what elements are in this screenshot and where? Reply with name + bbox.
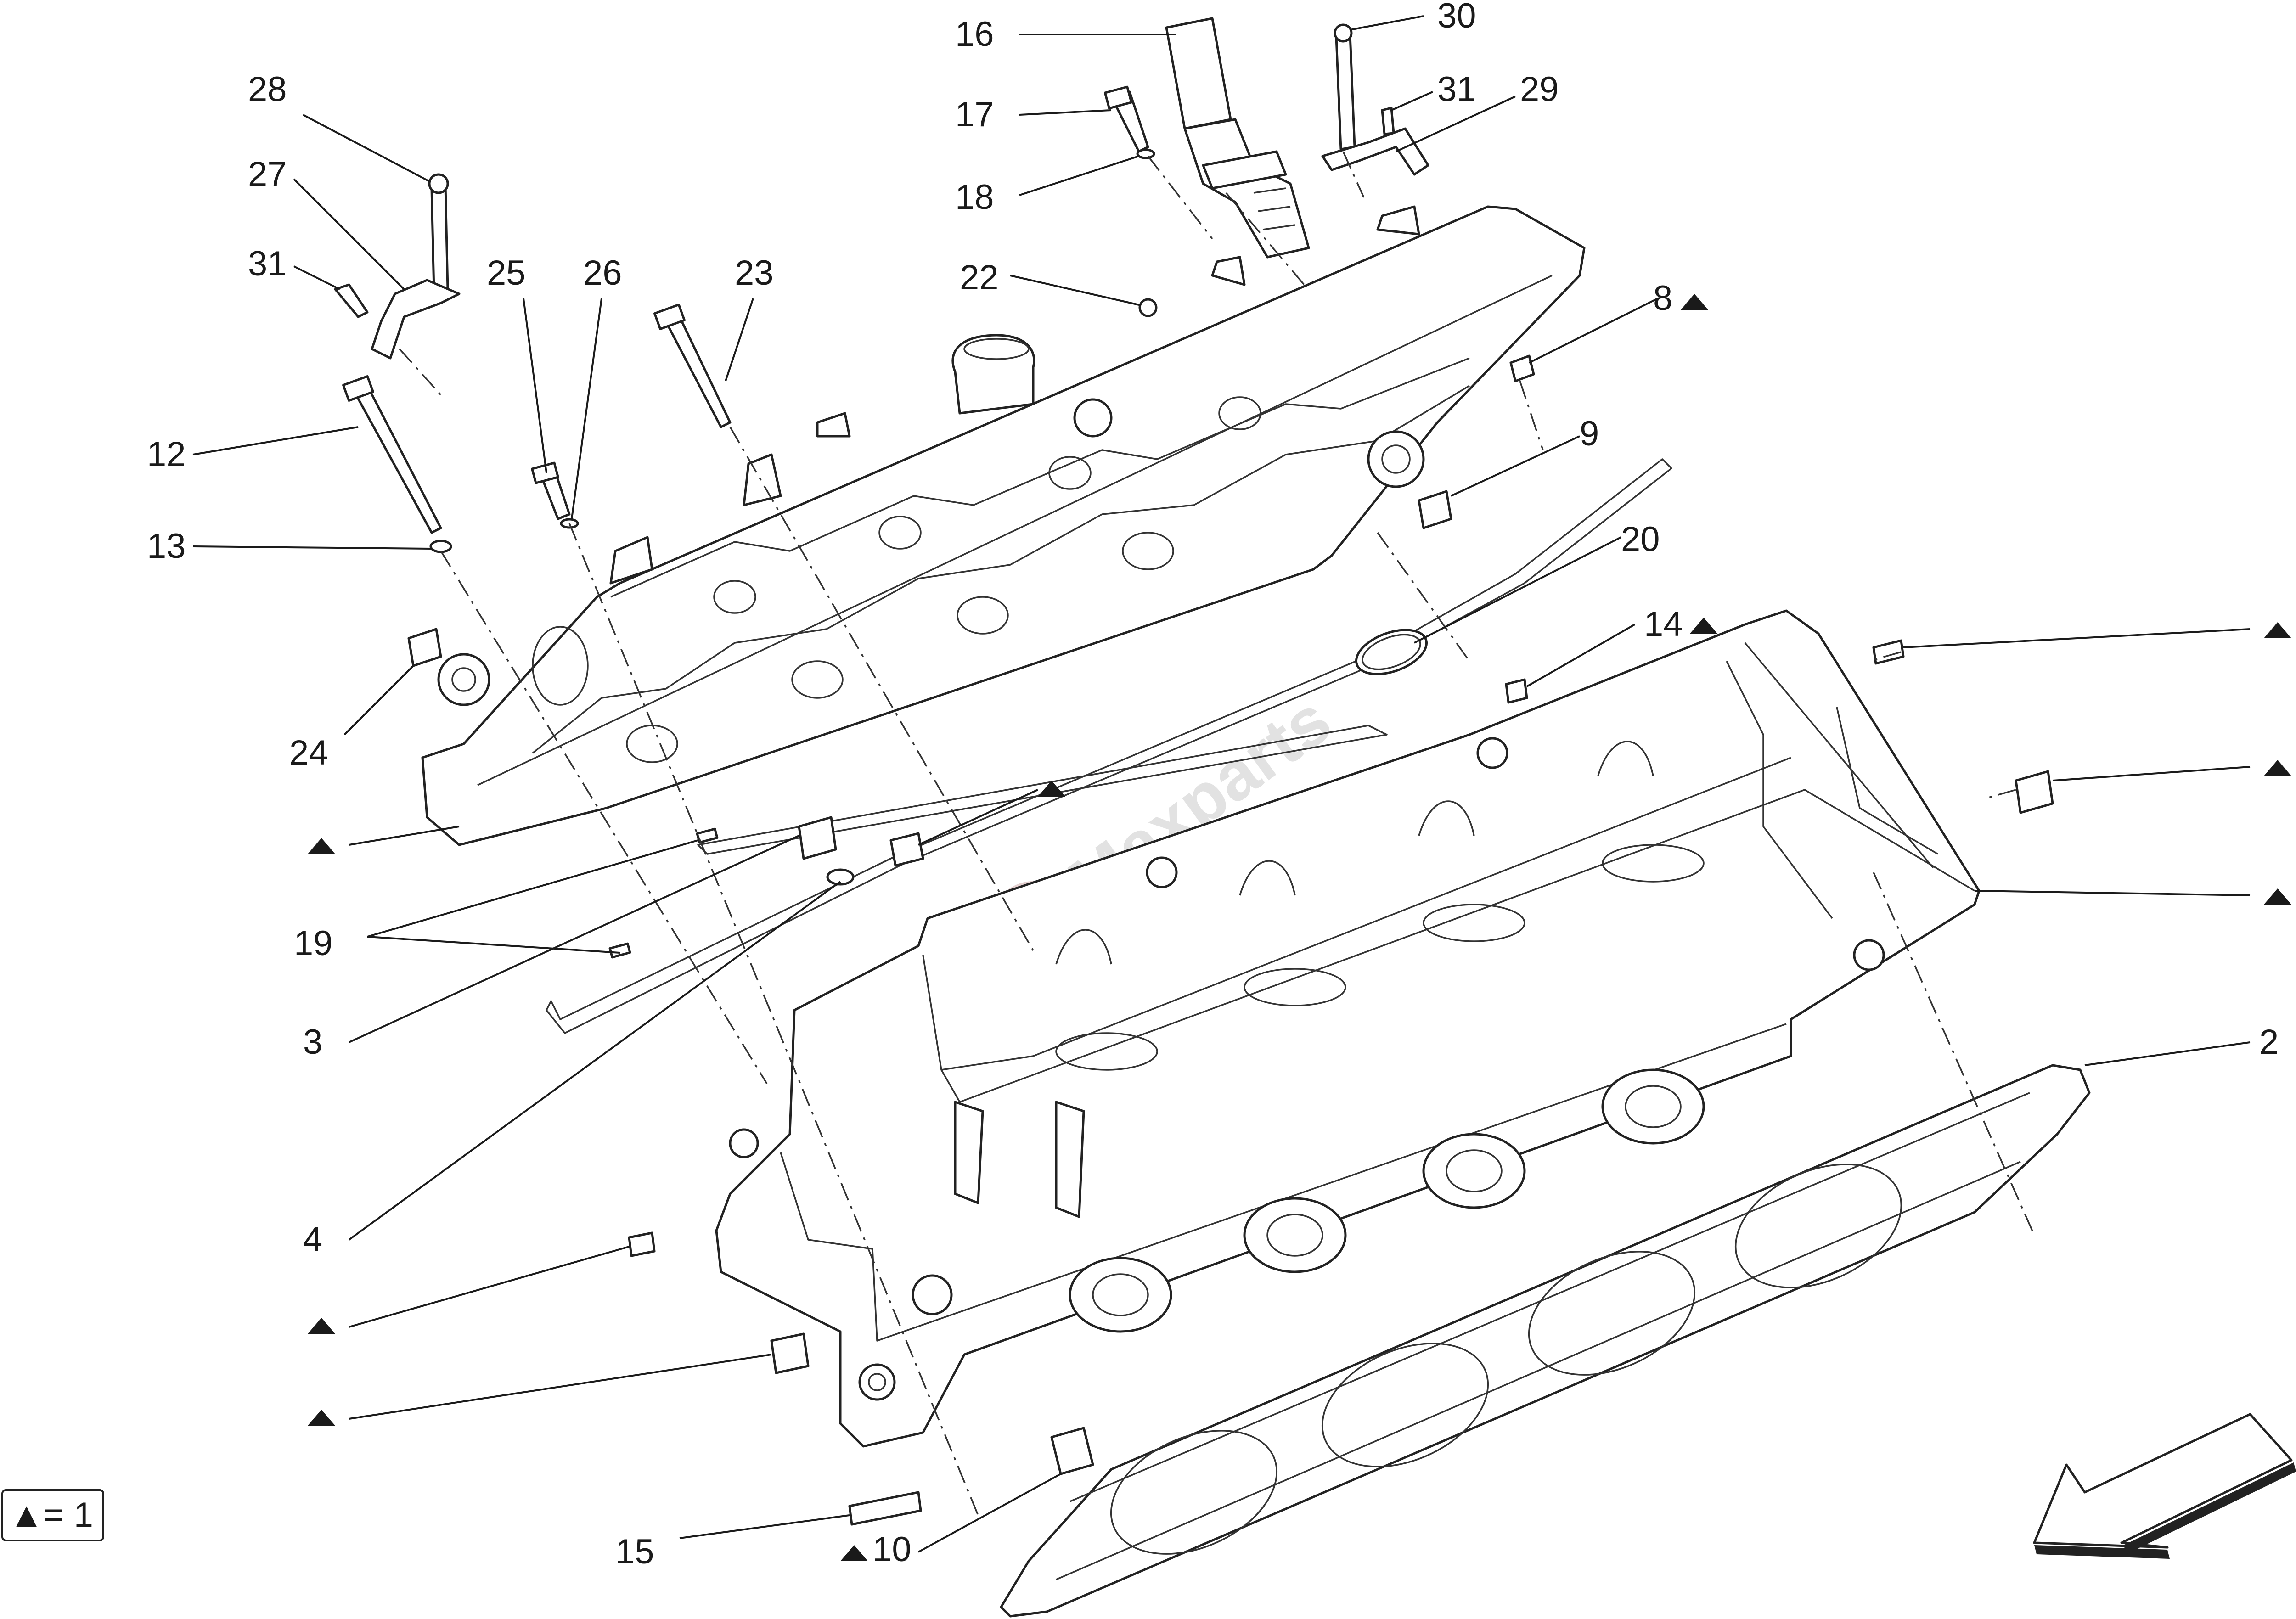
- direction-arrow-icon: [2033, 1413, 2296, 1559]
- plug-left-1: [628, 1231, 656, 1257]
- plug-right-2: [2015, 770, 2054, 814]
- dowel-mid: [889, 832, 924, 867]
- bracket-27: [371, 279, 461, 360]
- callout-31-left: 31: [248, 244, 287, 283]
- cylinder-head: [715, 609, 1981, 1448]
- triangle-marker-icon: [308, 838, 335, 854]
- camshaft-carrier: [421, 205, 1586, 846]
- o-ring: [1355, 629, 1428, 675]
- bolt-23: [664, 315, 732, 428]
- stud-28: [430, 185, 449, 293]
- callout-17: 17: [955, 95, 994, 134]
- solenoid-valve: [1165, 17, 1310, 259]
- callout-27: 27: [248, 155, 287, 194]
- callout-labels: 16 17 18 30 31 29 28 27 31 25 26 23 22 8…: [147, 0, 2279, 1571]
- dowel-14: [1505, 678, 1528, 704]
- bush-19: [798, 816, 837, 860]
- callout-23: 23: [735, 253, 774, 292]
- callout-3: 3: [303, 1023, 322, 1062]
- plug-10: [1050, 1427, 1094, 1475]
- plug-22: [1138, 298, 1158, 317]
- callout-24: 24: [289, 733, 328, 772]
- callout-4: 4: [303, 1220, 322, 1259]
- triangle-markers: [308, 294, 2291, 1561]
- triangle-marker-icon: [1681, 294, 1708, 310]
- bracket-29: [1321, 127, 1429, 176]
- callout-15: 15: [615, 1532, 654, 1571]
- bolt-12: [352, 384, 442, 534]
- callout-12: 12: [147, 435, 186, 474]
- callout-16: 16: [955, 15, 994, 54]
- callout-14: 14: [1644, 605, 1683, 644]
- callout-13: 13: [147, 527, 186, 566]
- callout-22: 22: [960, 258, 999, 297]
- callout-28: 28: [248, 70, 287, 109]
- washer-18: [1136, 148, 1155, 159]
- callout-31-top: 31: [1437, 70, 1476, 109]
- bush-9: [1418, 490, 1452, 529]
- washer-13: [429, 540, 452, 553]
- dowel-8: [1509, 354, 1535, 382]
- triangle-marker-icon: [1690, 618, 1717, 634]
- stud-15: [848, 1491, 922, 1526]
- callout-26: 26: [583, 253, 622, 292]
- callout-19: 19: [294, 924, 333, 963]
- dowel-24: [407, 628, 442, 667]
- callout-10: 10: [872, 1530, 912, 1569]
- callout-18: 18: [955, 178, 994, 217]
- triangle-marker-icon: [308, 1318, 335, 1334]
- triangle-marker-icon: [2264, 888, 2291, 905]
- triangle-marker-icon: [2264, 760, 2291, 776]
- triangle-marker-icon: [308, 1410, 335, 1426]
- screw-31b: [334, 283, 369, 318]
- triangle-marker-icon: [840, 1545, 868, 1561]
- center-lines: [399, 151, 2035, 1516]
- callout-29: 29: [1520, 70, 1559, 109]
- plug-left-2: [770, 1332, 810, 1374]
- leader-lines: [192, 15, 2251, 1553]
- head-gasket: [1000, 1064, 2091, 1618]
- callout-25: 25: [487, 253, 526, 292]
- triangle-marker-icon: [1038, 781, 1065, 797]
- legend: ▲= 1: [1, 1489, 104, 1541]
- screw-31: [1381, 107, 1395, 135]
- stud-30: [1335, 33, 1356, 151]
- callout-9: 9: [1580, 414, 1599, 453]
- triangle-marker-icon: [2264, 622, 2291, 638]
- callout-30: 30: [1437, 0, 1476, 35]
- callout-2: 2: [2259, 1023, 2279, 1062]
- callout-8: 8: [1653, 279, 1672, 318]
- plug-right-1: [1872, 639, 1905, 665]
- washer-4: [826, 868, 855, 886]
- callout-20: 20: [1621, 520, 1660, 559]
- legend-text: ▲= 1: [9, 1495, 93, 1535]
